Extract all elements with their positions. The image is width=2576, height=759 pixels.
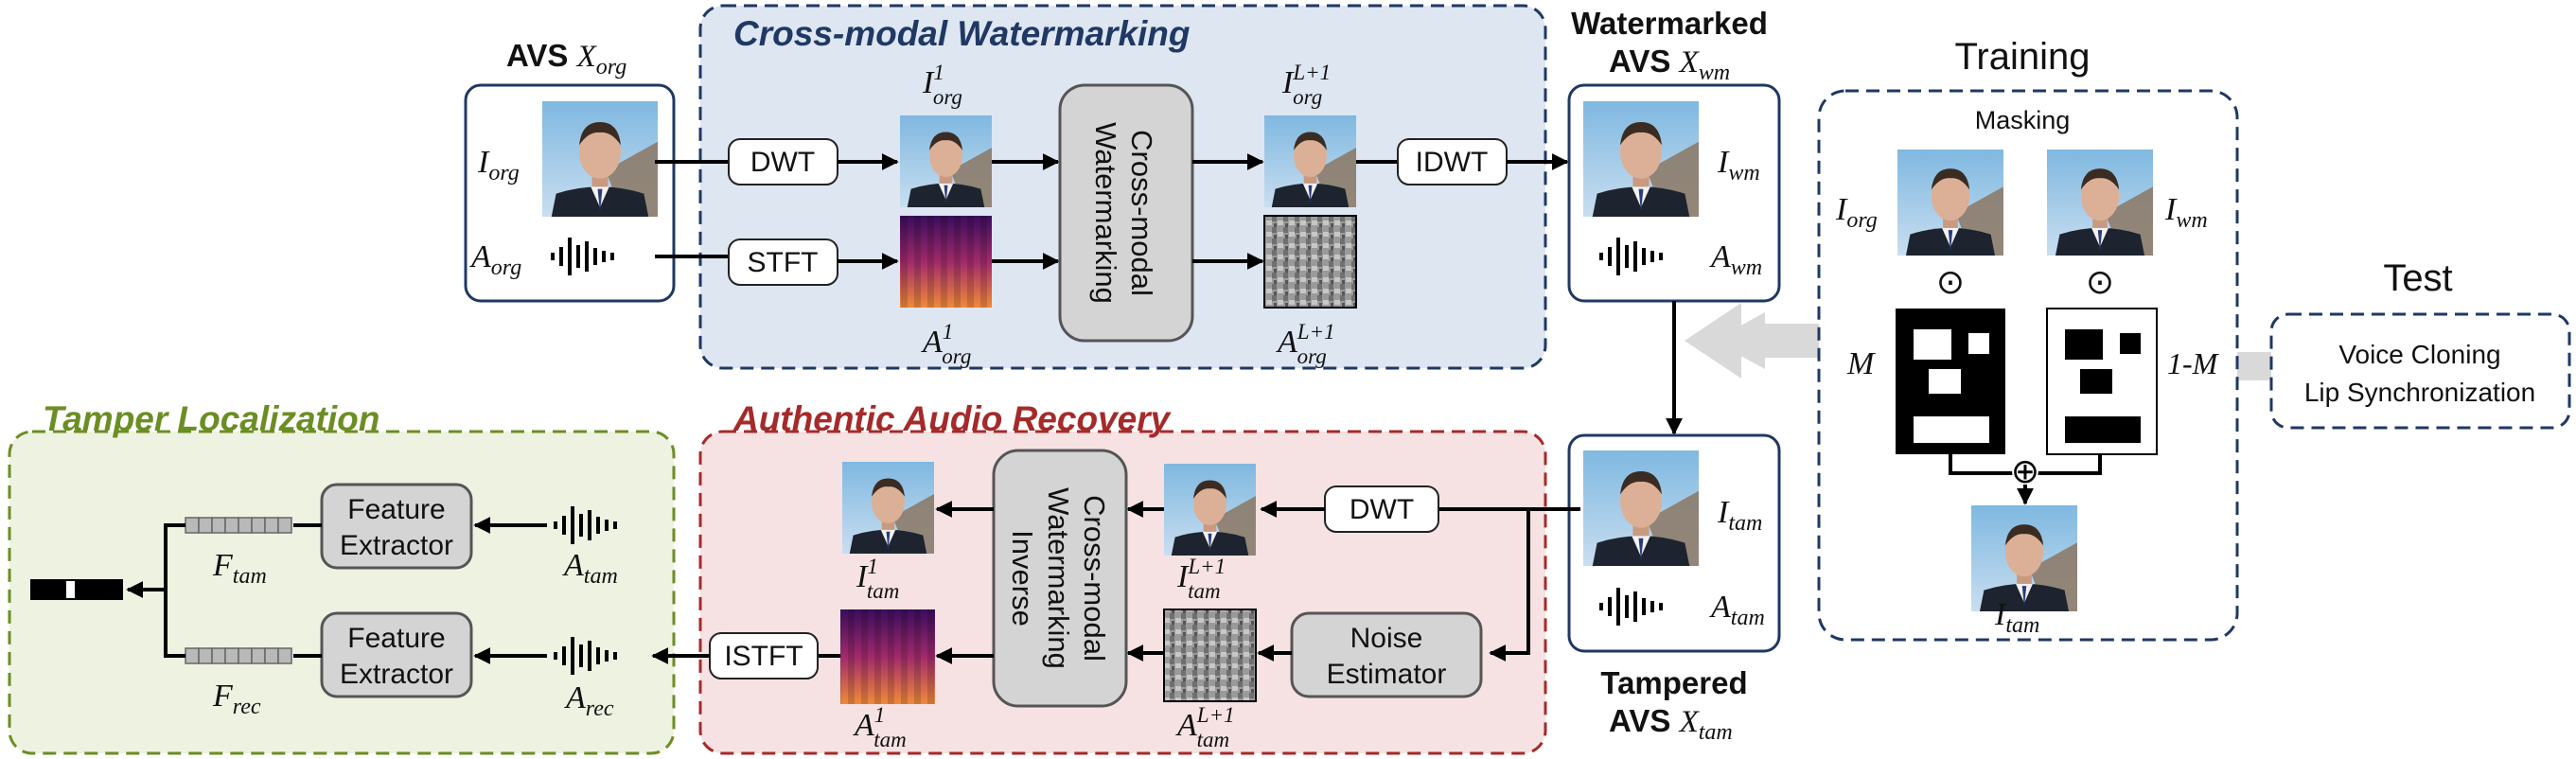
stft-label: STFT	[748, 247, 819, 278]
training-wm-face	[2047, 150, 2153, 256]
test-title: Test	[2383, 257, 2452, 299]
f-rec-feature-vector	[185, 647, 292, 664]
training-tam-face	[1971, 505, 2077, 611]
cross-modal-watermarking-inverse-block	[992, 449, 1128, 708]
avs-org-title: AVS Xorg	[506, 38, 626, 79]
oplus-symbol: ⊕	[2011, 451, 2039, 490]
wm-face-image	[1583, 101, 1699, 217]
f-rec-label: Frec	[212, 679, 261, 719]
inverse-label: Cross-modalWatermarkingInverse	[1006, 487, 1111, 669]
a-tam-l1-noise-image	[1163, 609, 1257, 702]
a-org-l1-noise-image	[1263, 215, 1357, 309]
a-tam-label: Atam	[1709, 590, 1765, 630]
wm-title-line2: AVS Xwm	[1609, 44, 1730, 85]
m-label: M	[1846, 346, 1876, 381]
one-minus-m-label: 1-M	[2167, 346, 2220, 380]
tam-title-line1: Tampered	[1600, 665, 1747, 700]
odot-left-symbol: ⊙	[1936, 262, 1965, 301]
org-face-image	[542, 101, 658, 217]
test-gray-connector	[2233, 352, 2271, 380]
f-tam-label: Ftam	[212, 548, 267, 589]
dwt-recovery-label: DWT	[1350, 494, 1414, 525]
training-org-face	[1897, 150, 2003, 256]
localization-title: Tamper Localization	[43, 399, 379, 438]
test-panel	[2269, 312, 2571, 430]
localization-output-bar	[30, 579, 123, 600]
wm-title-line1: Watermarked	[1571, 6, 1768, 41]
f-tam-feature-vector	[185, 517, 292, 534]
voice-cloning-label: Voice Cloning	[2338, 340, 2500, 369]
a-rec-loc-label: Arec	[564, 680, 614, 721]
localization-panel	[8, 430, 676, 755]
i-tam-1-image	[842, 462, 934, 554]
tam-face-image	[1583, 450, 1699, 566]
i-tam-l1-image	[1164, 464, 1256, 556]
watermarking-title: Cross-modal Watermarking	[733, 14, 1191, 53]
masking-label: Masking	[1975, 106, 2071, 134]
tam-to-noise-arrow	[1489, 509, 1530, 662]
odot-right-symbol: ⊙	[2086, 262, 2114, 301]
a-tam-loc-label: Atam	[562, 548, 618, 589]
training-i-tam-label: Itam	[1994, 597, 2039, 638]
tam-title-line2: AVS Xtam	[1609, 703, 1733, 745]
training-i-wm-label: Iwm	[2164, 192, 2208, 233]
idwt-label: IDWT	[1416, 147, 1489, 178]
cmw-label: Cross-modalWatermarking	[1089, 122, 1158, 304]
i-org-label: Iorg	[477, 145, 520, 185]
cross-modal-watermarking-block	[1058, 83, 1194, 343]
i-org-l1-image	[1264, 115, 1356, 207]
i-tam-label: Itam	[1717, 495, 1762, 536]
a-wm-label: Awm	[1709, 239, 1762, 280]
istft-label: ISTFT	[724, 641, 803, 672]
i-org-1-image	[900, 115, 992, 207]
training-i-org-label: Iorg	[1835, 192, 1878, 233]
i-wm-label: Iwm	[1717, 145, 1760, 185]
training-title: Training	[1954, 36, 2090, 78]
recovery-title: Authentic Audio Recovery	[732, 399, 1173, 438]
dwt-label: DWT	[750, 147, 815, 178]
lip-sync-label: Lip Synchronization	[2304, 378, 2535, 407]
mask-merge-line	[1949, 454, 2102, 475]
a-org-label: Aorg	[469, 239, 521, 280]
